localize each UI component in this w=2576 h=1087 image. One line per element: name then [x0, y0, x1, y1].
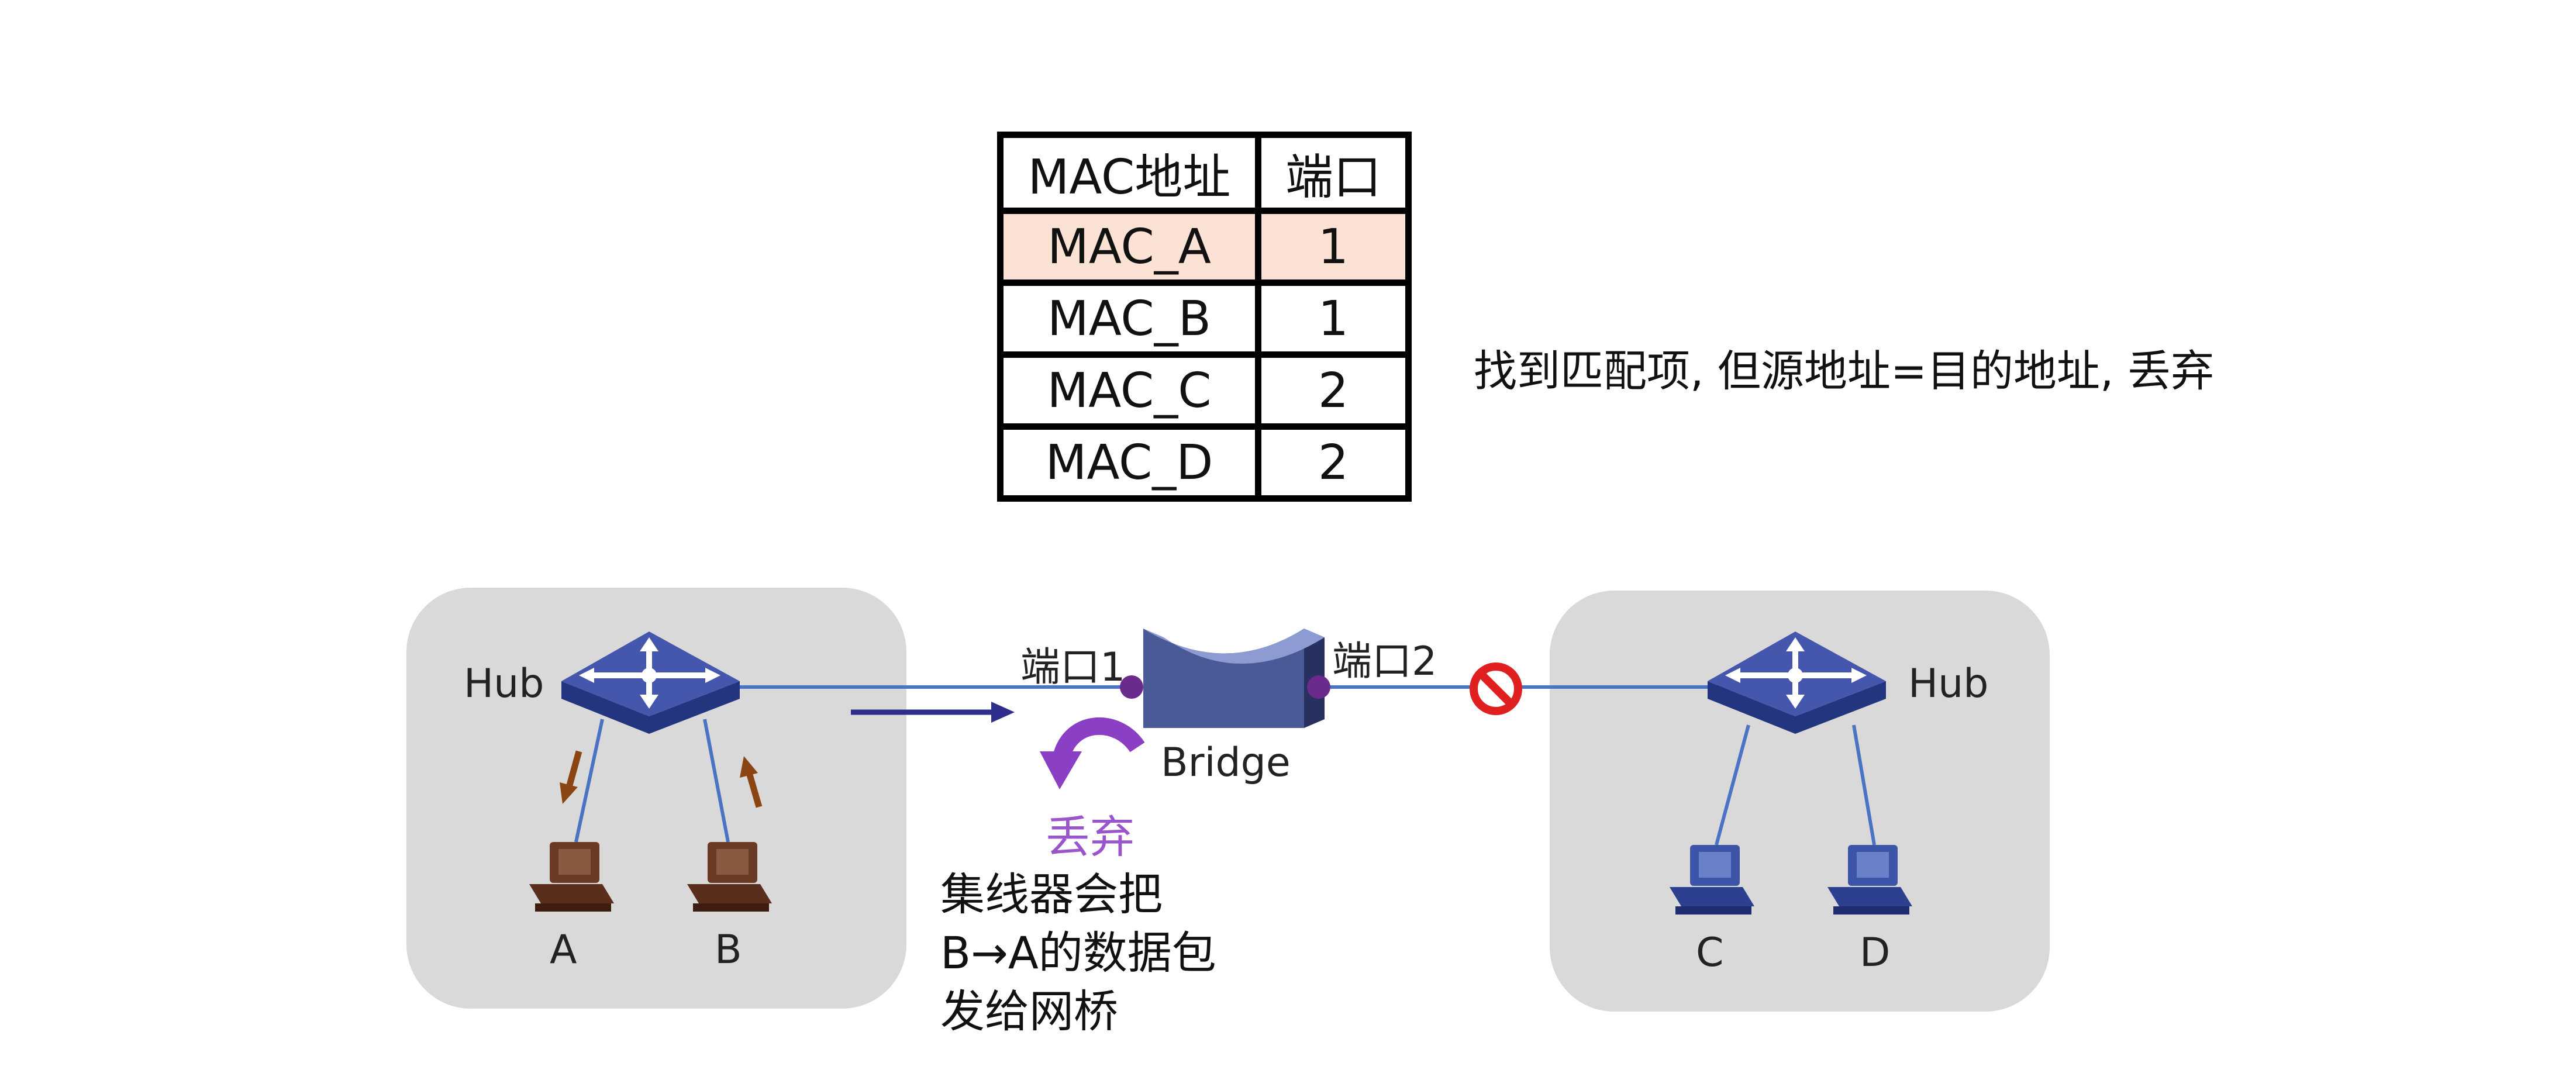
blocked-icon — [1470, 662, 1522, 715]
cell-mac: MAC_A — [997, 208, 1261, 286]
host-c-icon — [1670, 845, 1754, 915]
cell-port: 2 — [1255, 423, 1412, 502]
cell-port: 2 — [1255, 351, 1412, 430]
traffic-arrow-up-icon — [740, 756, 763, 808]
table-row: MAC_A 1 — [997, 208, 1412, 286]
explanation-text: 集线器会把 B→A的数据包 发给网桥 — [940, 865, 1216, 1041]
link-hub-host-c — [1715, 724, 1750, 846]
header-mac: MAC地址 — [997, 132, 1261, 214]
port1-label: 端口1 — [1020, 644, 1126, 691]
frame-direction-arrow — [851, 702, 1015, 723]
explanation-line: 发给网桥 — [940, 985, 1118, 1037]
table-row: MAC_D 2 — [997, 423, 1412, 502]
cell-port: 1 — [1255, 208, 1412, 286]
host-a-label: A — [550, 927, 577, 973]
cell-port: 1 — [1255, 279, 1412, 358]
table-row: MAC_C 2 — [997, 351, 1412, 430]
cell-mac: MAC_C — [997, 351, 1261, 430]
port2-label: 端口2 — [1332, 639, 1437, 685]
discard-label: 丢弃 — [1046, 811, 1134, 863]
right-hub-icon — [1708, 632, 1886, 734]
left-segment-bg — [406, 588, 906, 1009]
bridge-port2-dot — [1307, 675, 1330, 699]
traffic-arrow-down-icon — [560, 750, 582, 804]
bridge-icon — [1143, 629, 1325, 728]
bridge-port1-dot — [1120, 675, 1143, 699]
link-hub-host-d — [1852, 724, 1876, 846]
match-note: 找到匹配项, 但源地址=目的地址, 丢弃 — [1474, 346, 2215, 396]
cell-mac: MAC_B — [997, 279, 1261, 358]
left-hub-label: Hub — [464, 661, 544, 707]
table-header-row: MAC地址 端口 — [997, 132, 1412, 214]
discard-arrow-icon — [1040, 717, 1145, 789]
host-b-label: B — [715, 927, 742, 973]
left-hub-icon — [561, 632, 740, 734]
link-hub-host-a — [574, 719, 604, 843]
bridge-label: Bridge — [1161, 740, 1291, 786]
host-a-icon — [529, 842, 614, 912]
table-row: MAC_B 1 — [997, 279, 1412, 358]
right-hub-label: Hub — [1908, 661, 1989, 707]
explanation-line: 集线器会把 — [940, 868, 1163, 920]
link-hub-host-b — [703, 719, 730, 843]
mac-address-table: MAC地址 端口 MAC_A 1 MAC_B 1 MAC_C 2 MAC_D 2 — [997, 132, 1412, 502]
host-c-label: C — [1696, 930, 1724, 976]
host-b-icon — [687, 842, 772, 912]
right-segment-bg — [1550, 591, 2050, 1012]
header-port: 端口 — [1255, 132, 1412, 214]
host-d-label: D — [1860, 930, 1891, 976]
host-d-icon — [1827, 845, 1912, 915]
explanation-line: B→A的数据包 — [940, 927, 1216, 979]
cell-mac: MAC_D — [997, 423, 1261, 502]
